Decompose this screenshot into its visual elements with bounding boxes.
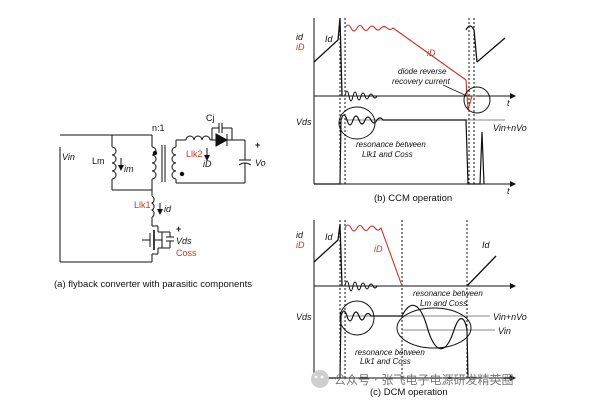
output-diode [215, 133, 229, 147]
dcm-wave-id2: Id [482, 240, 491, 250]
ccm-panel [313, 17, 516, 187]
ccm-recovery-circle [463, 86, 491, 114]
caption-a: (a) flyback converter with parasitic com… [54, 279, 252, 290]
dcm-note-lk-1: resonance between [355, 348, 425, 357]
polarity-dot-secondary [179, 171, 185, 177]
label-vds: Vds [176, 236, 192, 246]
ccm-note-resonance-1: resonance between [356, 140, 426, 149]
ccm-vin-nvo: Vin+nVo [493, 123, 527, 133]
dcm-axis-id: id [296, 230, 304, 240]
caption-b: (b) CCM operation [374, 193, 452, 204]
flyback-circuit [59, 123, 252, 263]
ccm-note-resonance-2: Llk1 and Coss [362, 150, 413, 159]
watermark-text: 公众号 · 张飞电子电源研发精英圈 [334, 372, 513, 387]
lm-inductor [111, 146, 117, 180]
dcm-axis-iD: iD [296, 240, 305, 250]
llk2-inductor [185, 135, 211, 141]
label-llk1: Llk1 [134, 200, 151, 210]
label-llk2: Llk2 [186, 149, 203, 159]
label-vin: Vin [62, 152, 75, 162]
watermark: 公众号 · 张飞电子电源研发精英圈 [311, 370, 513, 388]
llk1-inductor [150, 195, 155, 218]
dcm-note-lk-2: Llk1 and Coss [360, 357, 411, 366]
dcm-resonance-circle-lk [339, 300, 375, 336]
ccm-wave-iD: iD [427, 48, 436, 58]
label-vo-plus: + [255, 140, 260, 150]
dcm-wave-id: Id [325, 232, 334, 242]
dcm-id-waveform [313, 223, 343, 287]
label-vo: Vo [255, 158, 266, 168]
label-vds-plus: + [176, 224, 181, 234]
label-lm: Lm [92, 156, 105, 166]
ccm-note-reverse-2: recovery current [392, 77, 451, 86]
dcm-vin: Vin [498, 326, 511, 336]
label-cj: Cj [206, 113, 215, 123]
label-im: im [124, 164, 134, 174]
polarity-dot-primary [152, 150, 158, 156]
wechat-icon [311, 370, 329, 388]
ccm-iD-waveform [344, 24, 467, 81]
dcm-wave-iD: iD [374, 244, 383, 254]
dcm-note-lm-1: resonance between [413, 289, 483, 298]
dcm-vds-waveform [314, 315, 342, 379]
label-coss: Coss [176, 248, 197, 258]
dcm-vin-nvo: Vin+nVo [493, 312, 527, 322]
ccm-vds: Vds [296, 117, 312, 127]
ccm-note-reverse-1: diode reverse [398, 67, 447, 76]
dcm-note-lm-2: Lm and Coss [420, 299, 467, 308]
dcm-resonance-circle-lm [396, 307, 472, 349]
caption-c: (c) DCM operation [370, 387, 448, 398]
ccm-axis-id: id [296, 32, 304, 42]
secondary-winding [171, 146, 177, 180]
label-iD: iD [203, 159, 212, 169]
dcm-panel [313, 220, 516, 382]
label-ratio: n:1 [152, 123, 165, 133]
label-id-small: id [164, 204, 172, 214]
ccm-wave-id: Id [325, 34, 334, 44]
dcm-vds: Vds [296, 312, 312, 322]
dcm-iD-waveform [344, 224, 403, 287]
ccm-t2: t [507, 186, 510, 196]
ccm-vds-waveform [314, 119, 342, 185]
ccm-t1: t [507, 98, 510, 108]
ccm-resonance-circle [338, 106, 376, 140]
ccm-id-waveform [313, 17, 343, 97]
ccm-axis-iD: iD [296, 42, 305, 52]
